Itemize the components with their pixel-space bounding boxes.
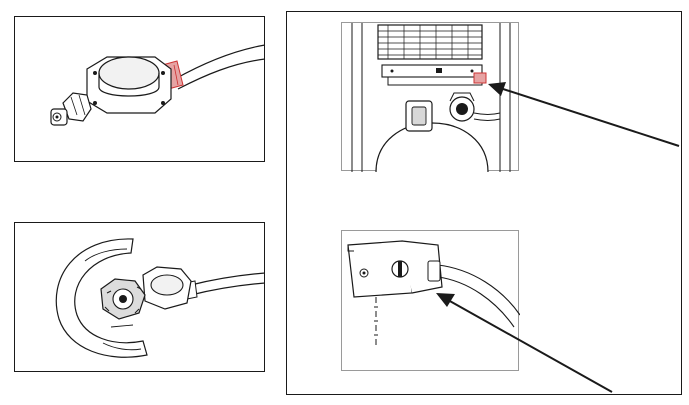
valve-handwheel (100, 278, 146, 320)
control-knob (391, 260, 409, 278)
safety-chain (374, 297, 378, 345)
valve-bracket-detail (341, 230, 520, 371)
regulator-hose-illustration (50, 44, 266, 126)
heater-base-overview (341, 22, 519, 172)
regulator-hose-panel (14, 16, 266, 162)
heater-base-illustration (351, 23, 511, 172)
crescent-bracket (55, 238, 148, 358)
regulator-bracket-panel (14, 222, 266, 372)
inlet-nut (62, 92, 92, 122)
valve-bracket-illustration (347, 240, 520, 345)
heater-grill (377, 24, 483, 60)
connector-highlight (473, 72, 487, 84)
regulator-bracket-illustration (55, 238, 266, 358)
gas-cylinder (375, 122, 489, 172)
